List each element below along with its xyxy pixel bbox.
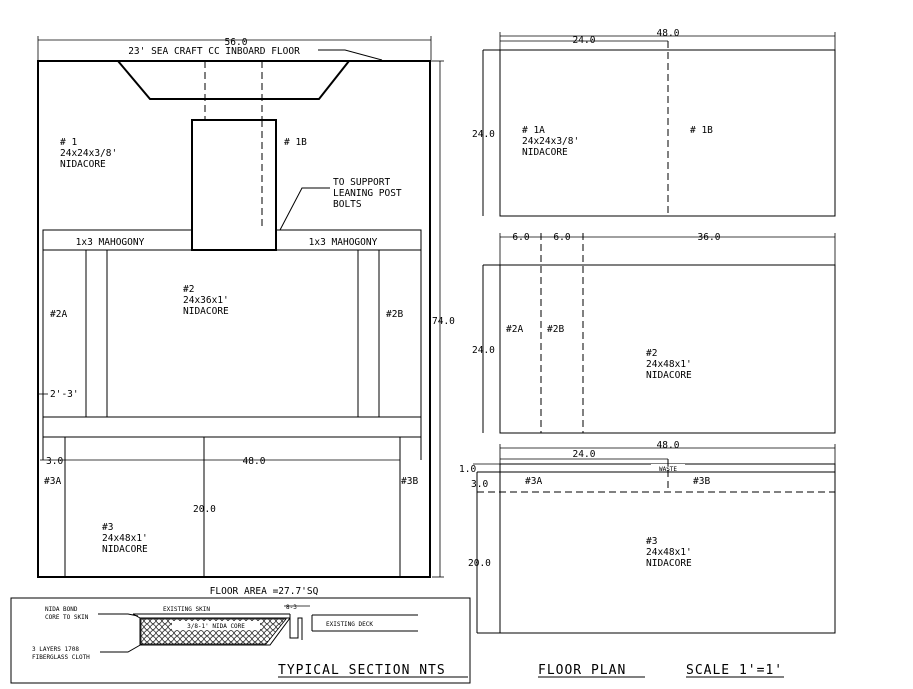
mahogany-label-right: 1x3 MAHOGONY	[309, 237, 378, 248]
plan3-dim-strip: 1.0	[459, 464, 476, 475]
existing-skin-label: EXISTING SKIN	[163, 606, 210, 613]
layers-line1: 3 LAYERS 1708	[32, 646, 79, 653]
plan2-dim-c: 36.0	[698, 232, 721, 243]
section-frame	[10, 597, 471, 684]
panel3b-label: #3B	[401, 476, 418, 487]
support-note-line2: LEANING POST	[333, 188, 402, 199]
panel1-material: NIDACORE	[60, 159, 106, 170]
plan3-dim-total: 48.0	[657, 440, 680, 451]
typical-section: 3/8-1' NIDA CORE EXISTING SKIN 8-3 EXIST…	[10, 597, 471, 684]
panel1-size: 24x24x3/8'	[60, 148, 117, 159]
plan2-dim-b: 6.0	[553, 232, 570, 243]
plan1-dim-height: 24.0	[472, 129, 495, 140]
dim-48-0: 48.0	[243, 456, 266, 467]
plan1-label-a-id: # 1A	[522, 125, 545, 136]
existing-deck-label: EXISTING DECK	[326, 621, 373, 628]
dim-2-3: 2'-3'	[50, 389, 79, 400]
dim-overall-width: 56.0	[225, 37, 248, 48]
plan2-label-size: 24x48x1'	[646, 359, 692, 370]
dim-20-0: 20.0	[193, 504, 216, 515]
layers-line2: FIBERGLASS CLOTH	[32, 654, 90, 661]
support-note-line1: TO SUPPORT	[333, 177, 390, 188]
section-title: TYPICAL SECTION NTS	[278, 663, 446, 678]
plan2-dim-height: 24.0	[472, 345, 495, 356]
gap-dim: 8-3	[286, 604, 297, 611]
panel3-material: NIDACORE	[102, 544, 148, 555]
floor-area: FLOOR AREA =27.7'SQ	[210, 586, 319, 597]
plan-panel-3: 48.0 24.0 WASTE 1.0 3.0 #3A #3B 20.0 #3 …	[459, 440, 836, 634]
support-leader	[279, 187, 330, 231]
main-outline	[37, 60, 431, 578]
panel1b-label: # 1B	[284, 137, 307, 148]
title-leader	[318, 49, 383, 61]
plan2-label-material: NIDACORE	[646, 370, 692, 381]
dim-overall-height: 74.0	[432, 316, 455, 327]
plan3-outline	[499, 471, 836, 634]
floor-plan-title: FLOOR PLAN	[538, 663, 626, 678]
plan3-waste: WASTE	[659, 466, 677, 473]
mahogany-label-left: 1x3 MAHOGONY	[76, 237, 145, 248]
plan2-label-2b: #2B	[547, 324, 564, 335]
drawing-title: 23' SEA CRAFT CC INBOARD FLOOR	[128, 46, 300, 57]
panel3-id: #3	[102, 522, 113, 533]
plan3-dim-height: 20.0	[468, 558, 491, 569]
nida-bond-line1: NIDA BOND	[45, 606, 78, 613]
support-note-line3: BOLTS	[333, 199, 362, 210]
main-floor-panel: 56.0 23' SEA CRAFT CC INBOARD FLOOR 74.0…	[37, 36, 455, 597]
plan3-dim-3-0: 3.0	[471, 479, 488, 490]
plan1-dim-half: 24.0	[573, 35, 596, 46]
mahogany-strip-left	[42, 229, 193, 251]
panel2-size: 24x36x1'	[183, 295, 229, 306]
console-cutout	[117, 60, 350, 100]
dim-3-0: 3.0	[46, 456, 63, 467]
plan2-outline	[499, 264, 836, 434]
plan2-dim-a: 6.0	[512, 232, 529, 243]
panel2b-label: #2B	[386, 309, 403, 320]
plan1-label-a-material: NIDACORE	[522, 147, 568, 158]
mahogany-strip-right	[275, 229, 422, 251]
plan1-label-a-size: 24x24x3/8'	[522, 136, 579, 147]
plan1-outline	[499, 49, 836, 217]
plan2-label-id: #2	[646, 348, 657, 359]
side-post-left	[85, 249, 108, 418]
core-label: 3/8-1' NIDA CORE	[187, 623, 245, 630]
plan2-label-2a: #2A	[506, 324, 523, 335]
panel2-id: #2	[183, 284, 194, 295]
plan-panel-1: 48.0 24.0 24.0 # 1A 24x24x3/8' NIDACORE …	[472, 28, 836, 217]
plan1-label-b: # 1B	[690, 125, 713, 136]
plan-panel-2: 6.0 6.0 36.0 24.0 #2A #2B #2 24x48x1' NI…	[472, 232, 836, 434]
leaning-post-box	[191, 119, 277, 251]
side-post-right	[357, 249, 380, 418]
plan1-dim-total: 48.0	[657, 28, 680, 39]
plan3-label-id: #3	[646, 536, 657, 547]
nida-bond-line2: CORE TO SKIN	[45, 614, 89, 621]
mahogany-strip-bottom	[42, 416, 422, 438]
plan3-label-3b: #3B	[693, 476, 710, 487]
panel3-size: 24x48x1'	[102, 533, 148, 544]
plan3-dim-half: 24.0	[573, 449, 596, 460]
scale-title: SCALE 1'=1'	[686, 663, 783, 678]
panel2-material: NIDACORE	[183, 306, 229, 317]
panel2a-label: #2A	[50, 309, 67, 320]
panel3a-label: #3A	[44, 476, 61, 487]
plan3-label-material: NIDACORE	[646, 558, 692, 569]
panel1-id: # 1	[60, 137, 77, 148]
plan3-label-3a: #3A	[525, 476, 542, 487]
plan3-label-size: 24x48x1'	[646, 547, 692, 558]
